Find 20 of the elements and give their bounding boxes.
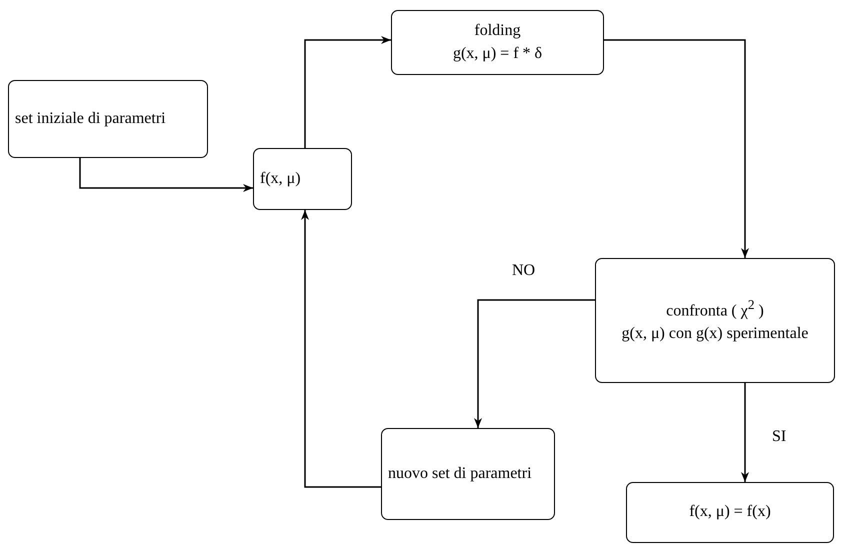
box-text: g(x, μ) = f * δ	[452, 44, 544, 64]
arrow	[474, 299, 595, 428]
process-box	[381, 428, 555, 520]
box-text: nuovo set di parametri	[388, 464, 533, 484]
box-text: folding	[473, 21, 522, 42]
process-box	[8, 80, 208, 158]
arrow	[79, 158, 253, 192]
box-text: f(x, μ)	[260, 168, 302, 189]
arrow	[741, 383, 749, 482]
process-box	[253, 148, 352, 210]
process-box	[626, 482, 834, 543]
arrow	[301, 210, 381, 488]
process-box	[391, 10, 604, 75]
box-text: confronta ( χ$^{2}$ )	[665, 296, 765, 322]
arrow	[604, 39, 749, 258]
process-box	[595, 258, 835, 383]
box-text: g(x, μ) con g(x) sperimentale	[620, 324, 810, 344]
arrow	[304, 36, 391, 148]
box-text: f(x, μ) = f(x)	[688, 502, 772, 522]
box-text: set iniziale di parametri	[15, 108, 167, 129]
